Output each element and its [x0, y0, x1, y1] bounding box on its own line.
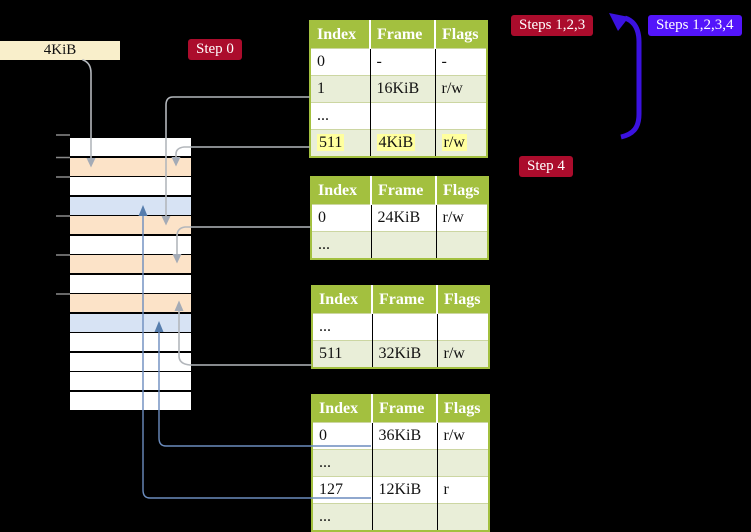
memory-frame-row-data [70, 177, 191, 196]
table-row: ... [312, 503, 489, 531]
memory-frame-row-data [70, 333, 191, 352]
table-cell [437, 313, 489, 341]
steps-1234-badge: Steps 1,2,3,4 [648, 15, 742, 36]
table-row: ... [310, 102, 487, 130]
step0-badge: Step 0 [188, 39, 242, 60]
table-cell: 0 [311, 204, 372, 232]
memory-frame-row-mapped [70, 196, 191, 215]
recursive-steps-arrow [609, 13, 642, 140]
memory-frame-row-pagetable [70, 255, 191, 274]
table-cell: 0 [312, 422, 373, 450]
table-cell: r/w [435, 75, 487, 103]
table-cell [435, 102, 487, 130]
table-row: ... [311, 231, 488, 259]
table-cell: 0 [310, 48, 371, 76]
column-header: Index [312, 286, 373, 314]
table-cell: 24KiB [371, 204, 437, 232]
memory-address-ticks [56, 134, 70, 295]
table-cell: r/w [436, 204, 488, 232]
table-row: ... [312, 313, 489, 341]
memory-frame-row-data [70, 372, 191, 391]
table-cell: 32KiB [372, 340, 438, 368]
column-header: Frame [372, 286, 438, 314]
connector-entry511-32kib-arrow [174, 300, 312, 366]
memory-frame-row-mapped [70, 313, 191, 332]
table-row: 0-- [310, 48, 487, 76]
memory-frame-row-pagetable [70, 294, 191, 313]
column-header: Flags [437, 395, 489, 423]
table-cell: 16KiB [370, 75, 436, 103]
memory-frame-row-pagetable [70, 157, 191, 176]
table-cell: 511 [310, 129, 371, 157]
table-cell: - [435, 48, 487, 76]
table-cell [437, 503, 489, 531]
table-cell: 36KiB [372, 422, 438, 450]
table-cell: 127 [312, 476, 373, 504]
column-header: Frame [371, 177, 437, 205]
table-cell [372, 503, 438, 531]
step4-badge: Step 4 [519, 156, 573, 177]
table-cell [436, 231, 488, 259]
memory-frame-row-data [70, 391, 191, 410]
table-cell: ... [311, 231, 372, 259]
table-cell: 511 [312, 340, 373, 368]
column-header: Flags [437, 286, 489, 314]
memory-frame-row-data [70, 352, 191, 371]
frame-size-label: 4KiB [0, 41, 120, 60]
column-header: Frame [370, 21, 436, 49]
table-cell [370, 102, 436, 130]
table-cell: 12KiB [372, 476, 438, 504]
column-header: Index [310, 21, 371, 49]
table-cell [437, 449, 489, 477]
table-cell: r/w [435, 129, 487, 157]
table-cell: r/w [437, 340, 489, 368]
column-header: Index [312, 395, 373, 423]
table-cell: r [437, 476, 489, 504]
column-header: Flags [435, 21, 487, 49]
table-cell: r/w [437, 422, 489, 450]
physical-memory-column [70, 138, 191, 410]
table-cell [372, 313, 438, 341]
table-row: ... [312, 449, 489, 477]
column-header: Index [311, 177, 372, 205]
table-cell: ... [312, 503, 373, 531]
table-cell: ... [312, 449, 373, 477]
memory-frame-row-data [70, 274, 191, 293]
memory-frame-row-data [70, 235, 191, 254]
table-cell: 4KiB [370, 129, 436, 157]
connector-entry0-24kib-arrow [172, 226, 311, 264]
table-cell [372, 449, 438, 477]
memory-frame-row-data [70, 138, 191, 157]
table-cell: 1 [310, 75, 371, 103]
column-header: Frame [372, 395, 438, 423]
memory-frame-row-pagetable [70, 216, 191, 235]
table-cell: ... [310, 102, 371, 130]
table-cell [371, 231, 437, 259]
table-cell: ... [312, 313, 373, 341]
table-cell: - [370, 48, 436, 76]
steps-123-badge: Steps 1,2,3 [511, 15, 594, 36]
column-header: Flags [436, 177, 488, 205]
connector-entry511-4kib-arrow [171, 146, 310, 167]
